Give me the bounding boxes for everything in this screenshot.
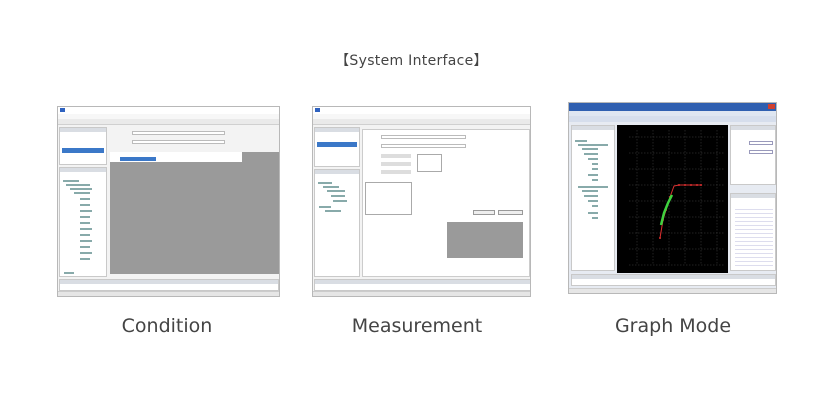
status-bar: [569, 288, 776, 293]
buffer-list: [447, 218, 523, 258]
caption-graph-mode: Graph Mode: [614, 315, 732, 337]
measurement-screenshot: [312, 106, 531, 297]
menu-bar: [569, 111, 776, 116]
condition-screenshot: [57, 106, 280, 297]
page-title: 【System Interface】: [335, 53, 488, 69]
voltage-list-panel: [730, 193, 776, 271]
output-panel: [571, 274, 776, 286]
project-tree: [314, 169, 360, 277]
output-panel: [314, 279, 530, 291]
methods-panel: [314, 127, 360, 167]
iv-graph: [617, 125, 728, 273]
add-button[interactable]: [473, 210, 495, 215]
toolbar: [313, 119, 530, 125]
caption-condition: Condition: [121, 315, 213, 337]
project-tree: [59, 167, 107, 277]
menu-bar: [313, 114, 530, 119]
toolbar: [58, 119, 279, 125]
title-bar: [313, 107, 530, 114]
green-curve: [659, 194, 674, 226]
menu-bar: [58, 114, 279, 119]
project-tree: [571, 125, 615, 271]
status-bar: [313, 291, 530, 296]
toolbar: [569, 116, 776, 122]
name-field[interactable]: [132, 131, 225, 135]
curve-settings-panel: [730, 125, 776, 185]
graph-screenshot: [568, 102, 777, 294]
device-grid: [110, 152, 279, 274]
output-panel: [59, 279, 279, 291]
description-field[interactable]: [132, 140, 225, 144]
caption-measurement: Measurement: [351, 315, 483, 337]
title-bar: [569, 103, 776, 111]
status-bar: [58, 291, 279, 296]
settings-form: [362, 129, 530, 277]
title-bar: [58, 107, 279, 114]
waveform-preview: [365, 182, 412, 215]
options-button[interactable]: [498, 210, 523, 215]
methods-panel: [59, 127, 107, 165]
